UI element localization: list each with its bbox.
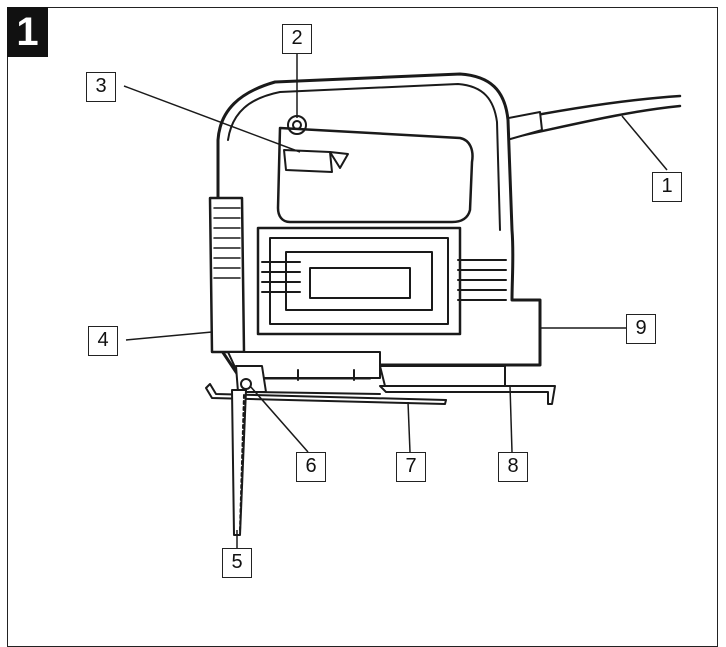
base-plate-bevel xyxy=(249,391,381,395)
callout-2: 2 xyxy=(282,24,312,54)
callout-3: 3 xyxy=(86,72,116,102)
blade-guard xyxy=(208,196,246,354)
callout-4: 4 xyxy=(88,326,118,356)
leader-6 xyxy=(249,385,309,453)
grip-opening xyxy=(276,126,474,224)
handle-outline xyxy=(216,72,542,380)
jigsaw-figure: 1 xyxy=(7,7,718,647)
jigsaw-drawing xyxy=(123,54,682,548)
leader-4 xyxy=(125,331,213,341)
callout-1: 1 xyxy=(652,172,682,202)
vent-slots-right xyxy=(457,259,507,301)
leader-3 xyxy=(123,85,301,153)
blade-guard-ribs xyxy=(213,207,241,279)
callout-7: 7 xyxy=(396,452,426,482)
handle-inner-edge xyxy=(227,83,501,231)
trigger-switch xyxy=(283,149,333,173)
dust-port xyxy=(379,365,506,387)
parallel-guide xyxy=(379,385,556,405)
leader-7 xyxy=(407,401,411,453)
motor-panel-bevel xyxy=(269,237,449,325)
vent-slots-left xyxy=(261,261,301,293)
callout-8: 8 xyxy=(498,452,528,482)
saw-blade-teeth xyxy=(239,394,245,531)
motor-panel-inner xyxy=(285,251,433,311)
saw-blade xyxy=(231,389,247,536)
callout-9: 9 xyxy=(626,314,656,344)
base-plate xyxy=(205,383,447,405)
rating-plate xyxy=(309,267,411,299)
leader-1 xyxy=(621,115,668,171)
lock-button-center xyxy=(292,120,302,130)
leader-8 xyxy=(509,385,513,453)
trigger-lock xyxy=(329,151,349,169)
motor-panel xyxy=(256,226,462,336)
callout-5: 5 xyxy=(222,548,252,578)
figure-number-badge: 1 xyxy=(7,7,48,57)
callout-6: 6 xyxy=(296,452,326,482)
